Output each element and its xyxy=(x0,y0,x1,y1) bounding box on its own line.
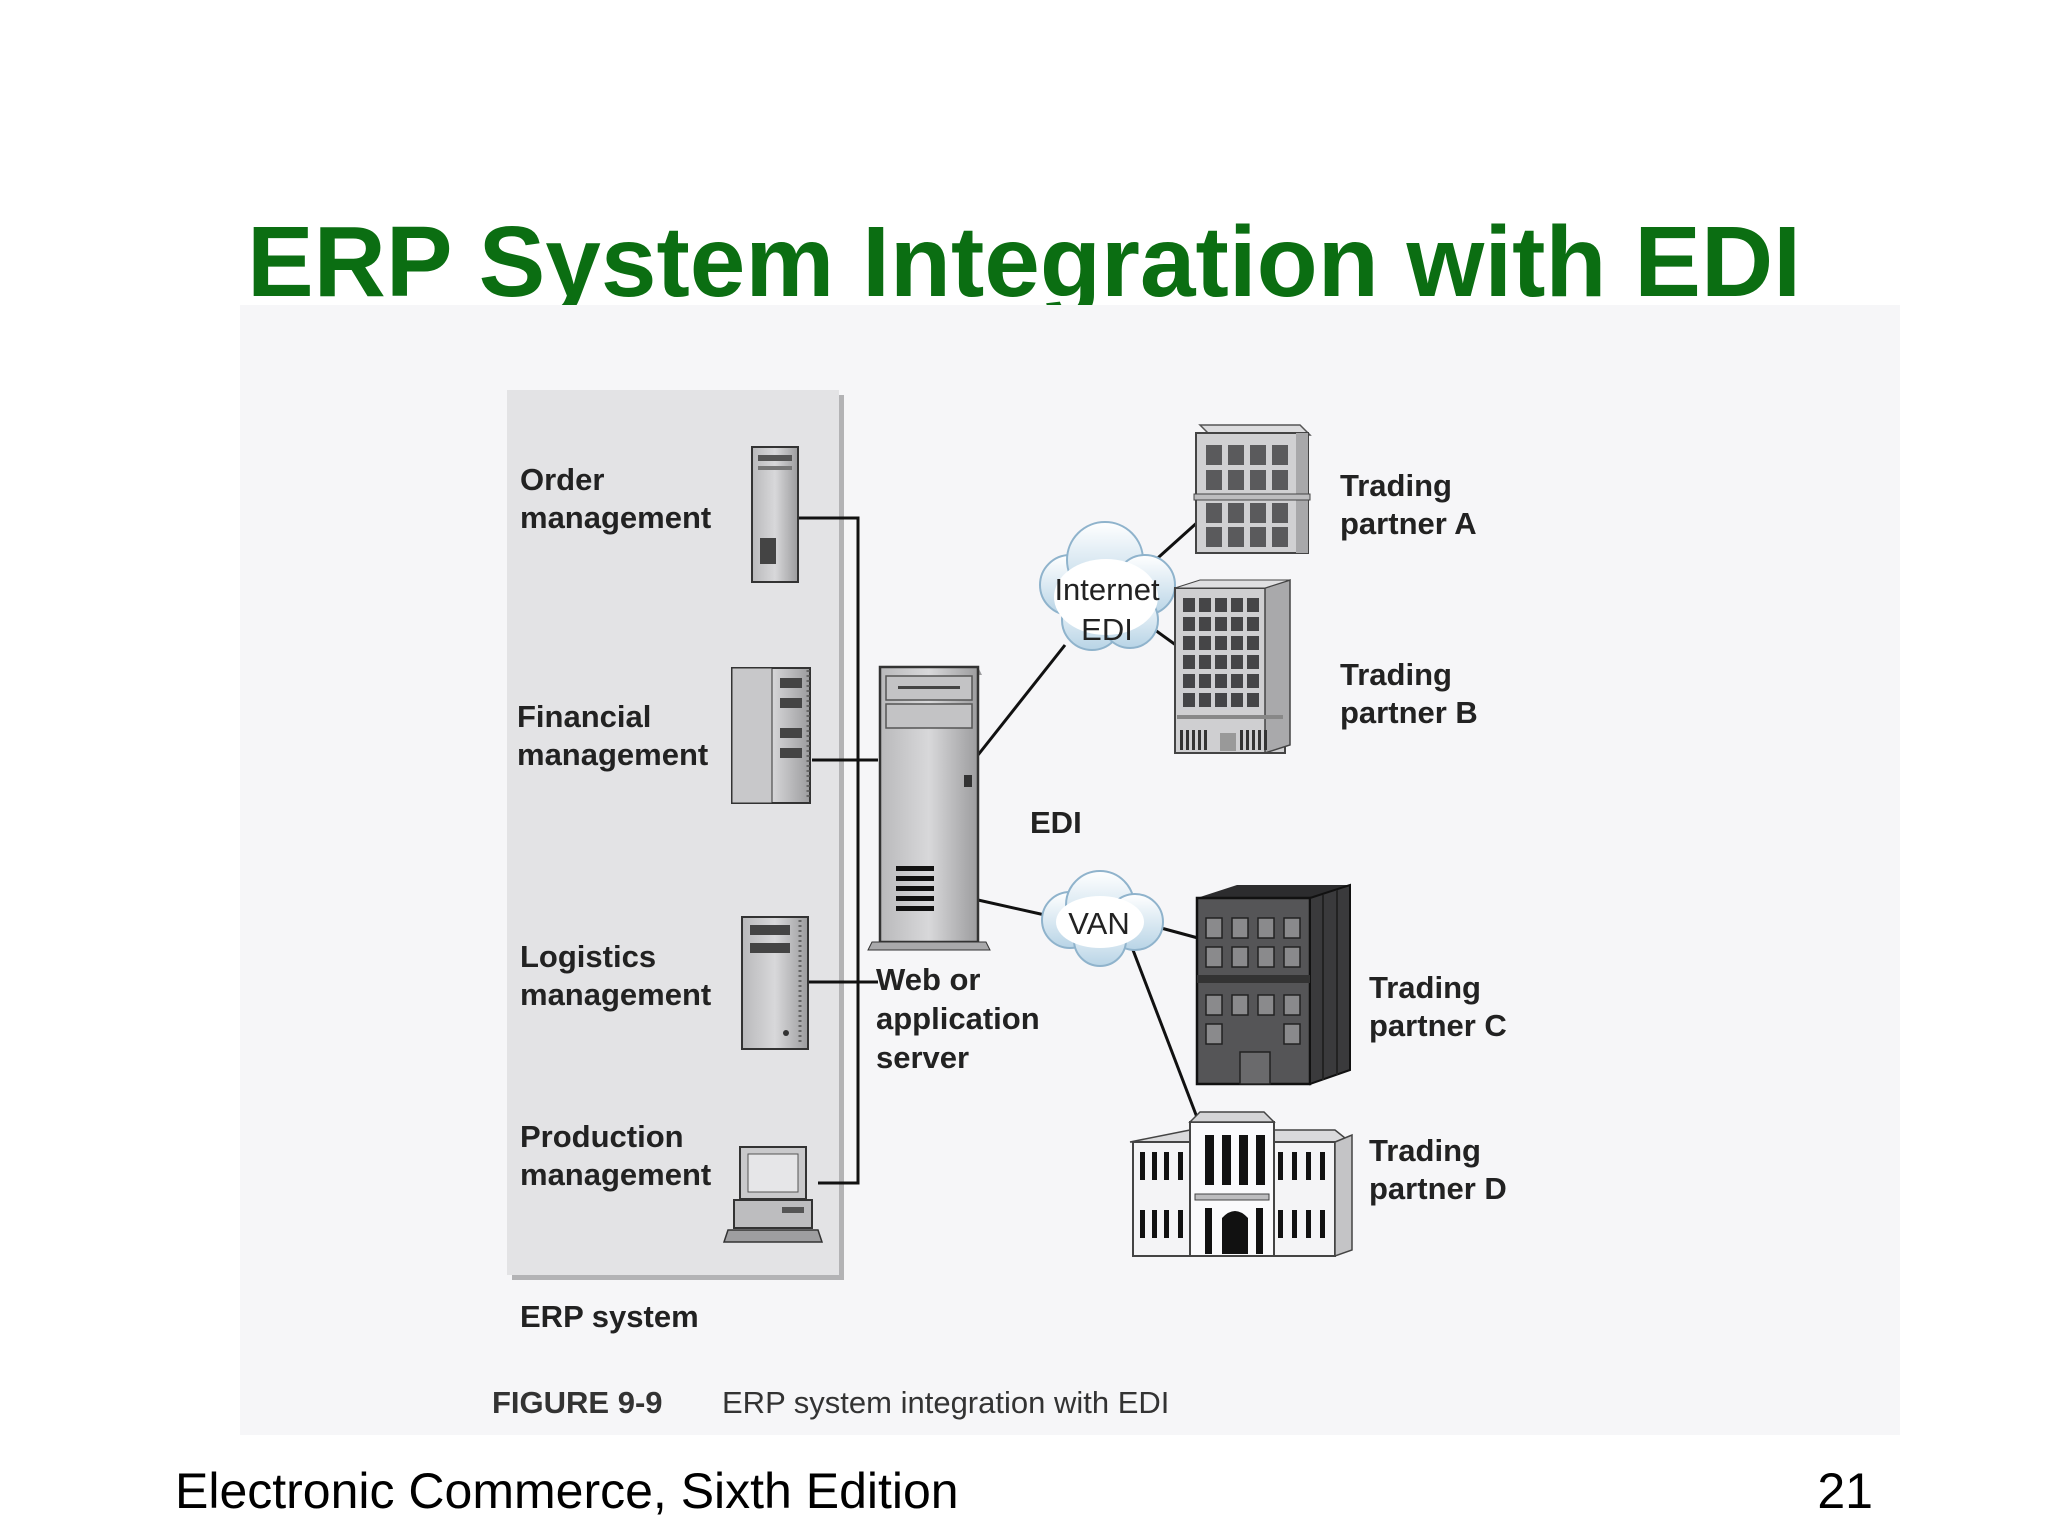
partner-label-c: Trading partner C xyxy=(1369,970,1507,1043)
svg-text:partner B: partner B xyxy=(1340,695,1478,730)
svg-text:partner C: partner C xyxy=(1369,1008,1507,1043)
server-label: Web or application server xyxy=(876,962,1040,1075)
svg-text:Trading: Trading xyxy=(1369,970,1481,1005)
svg-text:Trading: Trading xyxy=(1340,657,1452,692)
slide-title: ERP System Integration with EDI xyxy=(246,206,1801,318)
erp-system-label: ERP system xyxy=(520,1299,699,1334)
partner-label-d: Trading partner D xyxy=(1369,1133,1507,1206)
svg-text:management: management xyxy=(520,977,711,1012)
svg-text:Financial: Financial xyxy=(517,699,651,734)
edi-label: EDI xyxy=(1030,805,1082,840)
dark-office-building-icon xyxy=(1195,883,1351,1086)
desktop-computer-icon xyxy=(722,1146,824,1243)
internet-edi-cloud: Internet EDI xyxy=(1039,521,1176,651)
rack-server-icon xyxy=(731,667,811,804)
svg-text:VAN: VAN xyxy=(1068,906,1129,941)
office-tower-icon xyxy=(1174,578,1291,755)
tower-server-icon xyxy=(751,446,799,583)
figure-background xyxy=(240,305,1900,1435)
figure-caption: FIGURE 9-9 ERP system integration with E… xyxy=(492,1385,1169,1420)
svg-text:application: application xyxy=(876,1001,1040,1036)
partner-label-a: Trading partner A xyxy=(1340,468,1477,541)
svg-text:partner A: partner A xyxy=(1340,506,1477,541)
svg-text:Trading: Trading xyxy=(1340,468,1452,503)
bank-building-icon xyxy=(1129,1111,1353,1258)
svg-text:partner D: partner D xyxy=(1369,1171,1507,1206)
svg-text:management: management xyxy=(520,500,711,535)
svg-text:FIGURE 9-9: FIGURE 9-9 xyxy=(492,1385,663,1420)
application-server-icon xyxy=(867,665,991,951)
module-label-financial: Financial management xyxy=(517,699,708,772)
slide-number: 21 xyxy=(1817,1463,1873,1519)
svg-text:management: management xyxy=(517,737,708,772)
svg-text:EDI: EDI xyxy=(1081,612,1133,647)
office-building-icon xyxy=(1193,424,1312,554)
van-cloud: VAN xyxy=(1041,870,1164,967)
svg-text:Order: Order xyxy=(520,462,604,497)
erp-bus-lines xyxy=(798,516,878,1185)
svg-text:server: server xyxy=(876,1040,969,1075)
svg-text:Trading: Trading xyxy=(1369,1133,1481,1168)
svg-text:Production: Production xyxy=(520,1119,684,1154)
svg-text:Internet: Internet xyxy=(1054,572,1160,607)
module-label-logistics: Logistics management xyxy=(520,939,711,1012)
partner-label-b: Trading partner B xyxy=(1340,657,1478,730)
module-label-order: Order management xyxy=(520,462,711,535)
svg-text:management: management xyxy=(520,1157,711,1192)
rack-server-icon xyxy=(741,916,809,1050)
svg-text:Web or: Web or xyxy=(876,962,981,997)
svg-text:Logistics: Logistics xyxy=(520,939,656,974)
footer-book-title: Electronic Commerce, Sixth Edition xyxy=(175,1463,959,1519)
svg-text:ERP system integration with ED: ERP system integration with EDI xyxy=(722,1385,1169,1420)
module-label-production: Production management xyxy=(520,1119,711,1192)
